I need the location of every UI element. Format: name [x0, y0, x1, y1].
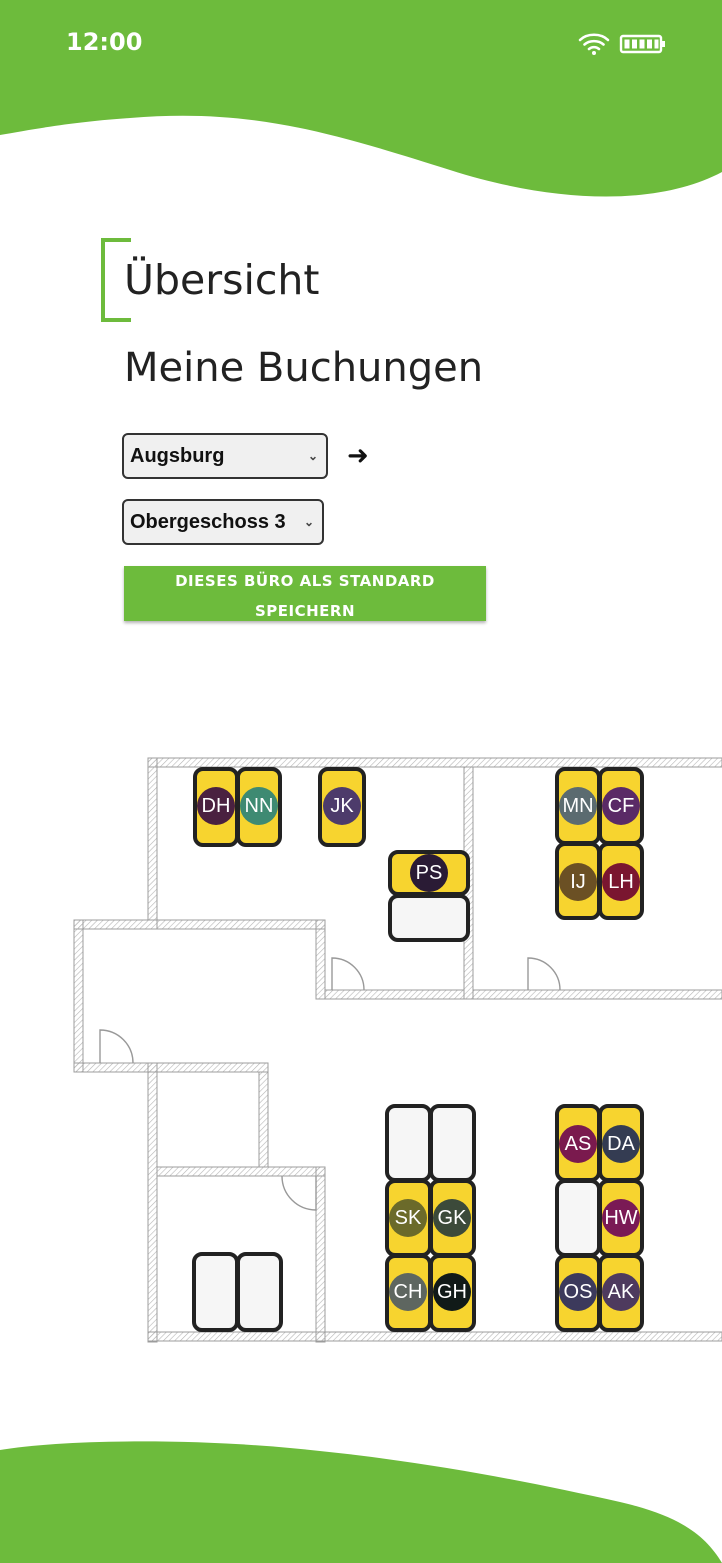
desk-as[interactable]: AS — [555, 1104, 601, 1182]
page-title: Übersicht — [124, 256, 320, 304]
save-default-office-button[interactable]: DIESES BÜRO ALS STANDARD SPEICHERN — [124, 566, 486, 621]
floor-select-value: Obergeschoss 3 — [130, 511, 286, 533]
location-select-value: Augsburg — [130, 445, 225, 467]
desk-gh[interactable]: GH — [429, 1254, 476, 1332]
floor-select[interactable]: Obergeschoss 3 ⌄ — [122, 499, 324, 545]
arrow-right-icon[interactable]: ➜ — [347, 440, 369, 470]
avatar: PS — [410, 854, 448, 892]
desk-free[interactable] — [555, 1179, 601, 1257]
avatar: HW — [602, 1199, 640, 1237]
avatar: CF — [602, 787, 640, 825]
avatar: MN — [559, 787, 597, 825]
desk-ps[interactable]: PS — [388, 850, 470, 896]
desk-nn[interactable]: NN — [236, 767, 282, 847]
desk-free[interactable] — [385, 1104, 432, 1182]
desk-ch[interactable]: CH — [385, 1254, 432, 1332]
avatar: DA — [602, 1125, 640, 1163]
title-bracket — [101, 238, 131, 322]
desk-ij[interactable]: IJ — [555, 842, 601, 920]
location-select[interactable]: Augsburg ⌄ — [122, 433, 328, 479]
wifi-icon — [578, 33, 610, 55]
desk-dh[interactable]: DH — [193, 767, 239, 847]
avatar: DH — [197, 787, 235, 825]
avatar: JK — [323, 787, 361, 825]
desk-cf[interactable]: CF — [598, 767, 644, 845]
avatar: GK — [433, 1199, 471, 1237]
floorplan — [73, 757, 722, 1343]
desk-free[interactable] — [192, 1252, 239, 1332]
desk-free[interactable] — [429, 1104, 476, 1182]
chevron-down-icon: ⌄ — [303, 515, 314, 529]
desk-gk[interactable]: GK — [429, 1179, 476, 1257]
desk-free[interactable] — [236, 1252, 283, 1332]
avatar: LH — [602, 863, 640, 901]
desk-jk[interactable]: JK — [318, 767, 366, 847]
avatar: GH — [433, 1273, 471, 1311]
desk-lh[interactable]: LH — [598, 842, 644, 920]
status-icons — [578, 33, 665, 55]
chevron-down-icon: ⌄ — [307, 449, 318, 463]
battery-icon — [619, 34, 665, 54]
avatar: AK — [602, 1273, 640, 1311]
avatar: OS — [559, 1273, 597, 1311]
desk-da[interactable]: DA — [598, 1104, 644, 1182]
desk-os[interactable]: OS — [555, 1254, 601, 1332]
page-subtitle: Meine Buchungen — [124, 345, 484, 391]
desk-hw[interactable]: HW — [598, 1179, 644, 1257]
avatar: SK — [389, 1199, 427, 1237]
avatar: CH — [389, 1273, 427, 1311]
status-time: 12:00 — [66, 28, 143, 56]
desk-ak[interactable]: AK — [598, 1254, 644, 1332]
desk-free[interactable] — [388, 894, 470, 942]
avatar: IJ — [559, 863, 597, 901]
header-wave — [0, 0, 722, 197]
avatar: AS — [559, 1125, 597, 1163]
avatar: NN — [240, 787, 278, 825]
desk-sk[interactable]: SK — [385, 1179, 432, 1257]
desk-mn[interactable]: MN — [555, 767, 601, 845]
footer-wave — [0, 1441, 722, 1563]
